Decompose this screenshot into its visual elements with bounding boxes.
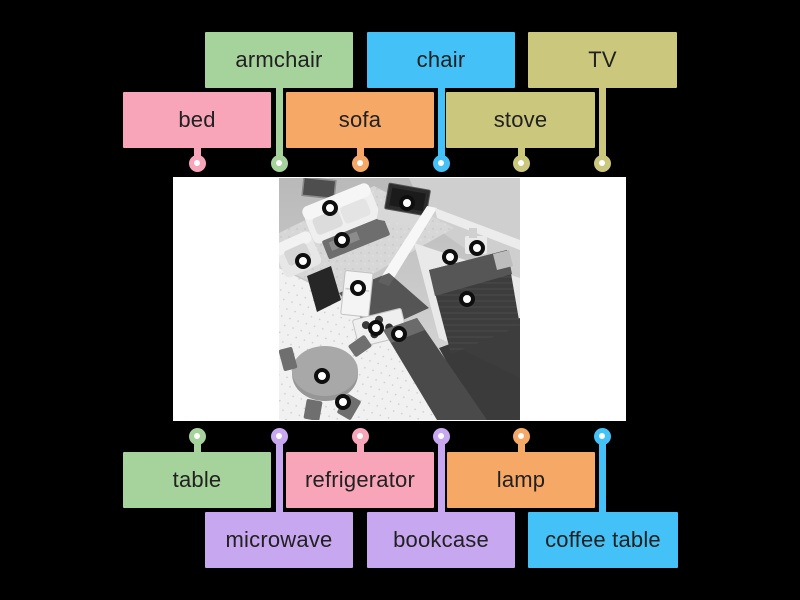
label-chip-stove[interactable]: stove: [446, 92, 595, 148]
label-chip-bookcase[interactable]: bookcase: [367, 512, 515, 568]
pin-dot-table: [188, 427, 206, 445]
pin-stem-refrigerator: [356, 436, 364, 454]
pin-dot-sofa: [351, 154, 369, 172]
pin-stem-armchair: [275, 86, 283, 164]
pin-dot-armchair: [270, 154, 288, 172]
pin-dot-bookcase: [432, 427, 450, 445]
drop-marker-7[interactable]: [350, 280, 366, 296]
drop-marker-5[interactable]: [442, 249, 458, 265]
drop-marker-9[interactable]: [368, 320, 384, 336]
label-chip-lamp[interactable]: lamp: [447, 452, 595, 508]
drop-marker-6[interactable]: [469, 240, 485, 256]
pin-dot-tv: [593, 154, 611, 172]
pin-stem-table: [193, 436, 201, 454]
drop-marker-8[interactable]: [459, 291, 475, 307]
label-chip-sofa[interactable]: sofa: [286, 92, 434, 148]
label-chip-coffee-table[interactable]: coffee table: [528, 512, 678, 568]
label-chip-chair[interactable]: chair: [367, 32, 515, 88]
label-chip-table[interactable]: table: [123, 452, 271, 508]
label-chip-refrigerator[interactable]: refrigerator: [286, 452, 434, 508]
pin-stem-microwave: [275, 436, 283, 514]
drop-marker-10[interactable]: [391, 326, 407, 342]
pin-stem-lamp: [517, 436, 525, 454]
image-plate: [173, 177, 626, 421]
pin-dot-refrigerator: [351, 427, 369, 445]
pin-stem-tv: [598, 86, 606, 164]
pin-dot-stove: [512, 154, 530, 172]
drop-marker-1[interactable]: [322, 200, 338, 216]
room-photo: [279, 178, 520, 420]
drop-marker-3[interactable]: [334, 232, 350, 248]
pin-dot-coffee-table: [593, 427, 611, 445]
label-chip-tv[interactable]: TV: [528, 32, 677, 88]
label-chip-armchair[interactable]: armchair: [205, 32, 353, 88]
pin-dot-microwave: [270, 427, 288, 445]
drop-marker-2[interactable]: [399, 195, 415, 211]
pin-dot-chair: [432, 154, 450, 172]
pin-dot-bed: [188, 154, 206, 172]
drop-marker-12[interactable]: [335, 394, 351, 410]
photo-overlay: [279, 178, 520, 420]
pin-stem-chair: [437, 86, 445, 164]
drop-marker-4[interactable]: [295, 253, 311, 269]
pin-stem-bookcase: [437, 436, 445, 514]
pin-stem-coffee-table: [598, 436, 606, 514]
drop-marker-11[interactable]: [314, 368, 330, 384]
pin-dot-lamp: [512, 427, 530, 445]
label-chip-bed[interactable]: bed: [123, 92, 271, 148]
label-chip-microwave[interactable]: microwave: [205, 512, 353, 568]
